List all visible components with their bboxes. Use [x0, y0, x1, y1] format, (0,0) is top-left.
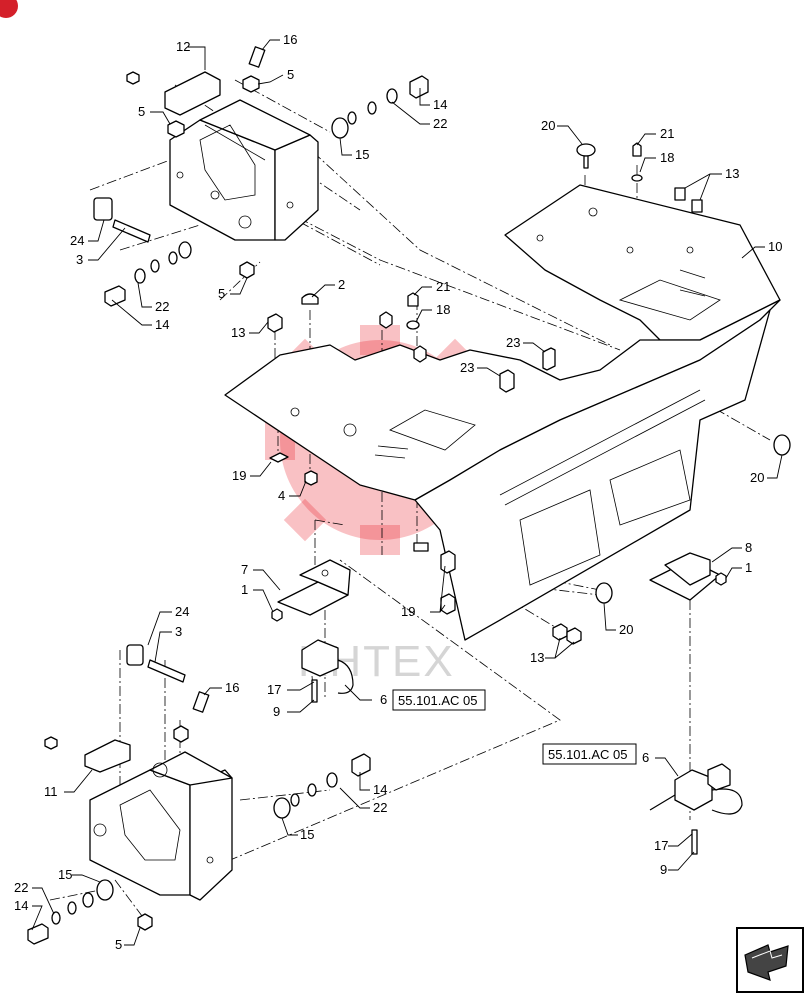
callout-9: 9 [273, 704, 280, 719]
bracket-7 [271, 559, 351, 622]
upper-bracket [164, 71, 319, 241]
hardware-lower-left [27, 644, 371, 945]
callout-2: 2 [338, 277, 345, 292]
callout-5: 5 [287, 67, 294, 82]
callout-4: 4 [278, 488, 285, 503]
callout-24: 24 [175, 604, 189, 619]
callout-7: 7 [241, 562, 248, 577]
callout-labels: 12 16 5 5 14 22 15 24 3 5 22 14 20 21 18… [14, 32, 782, 952]
next-page-arrow-icon[interactable] [736, 927, 804, 993]
callout-22: 22 [433, 116, 447, 131]
callout-16: 16 [283, 32, 297, 47]
callout-10: 10 [768, 239, 782, 254]
brand-logo-icon [0, 0, 18, 18]
callout-13: 13 [530, 650, 544, 665]
reference-box-lower[interactable]: 55.101.AC 05 [542, 743, 637, 765]
callout-8: 8 [745, 540, 752, 555]
callout-15: 15 [300, 827, 314, 842]
callout-19: 19 [401, 604, 415, 619]
callout-23: 23 [506, 335, 520, 350]
callout-14: 14 [373, 782, 387, 797]
callout-18: 18 [660, 150, 674, 165]
bracket-8 [649, 552, 727, 601]
callout-6: 6 [642, 750, 649, 765]
callout-22: 22 [373, 800, 387, 815]
callout-20: 20 [750, 470, 764, 485]
callout-14: 14 [433, 97, 447, 112]
reference-link-lower[interactable]: 55.101.AC 05 [548, 747, 628, 762]
hardware-frame [267, 142, 791, 645]
callout-5: 5 [115, 937, 122, 952]
callout-12: 12 [176, 39, 190, 54]
reference-box-upper[interactable]: 55.101.AC 05 [392, 689, 486, 711]
switch-assembly-upper [301, 639, 354, 703]
reference-link-upper[interactable]: 55.101.AC 05 [398, 693, 478, 708]
main-frame [224, 184, 781, 641]
callout-15: 15 [355, 147, 369, 162]
callout-14: 14 [14, 898, 28, 913]
callout-16: 16 [225, 680, 239, 695]
callout-9: 9 [660, 862, 667, 877]
callout-5: 5 [138, 104, 145, 119]
callout-3: 3 [175, 624, 182, 639]
callout-11: 11 [44, 784, 58, 799]
callout-19: 19 [232, 468, 246, 483]
switch-assembly-lower [649, 763, 743, 855]
callout-13: 13 [231, 325, 245, 340]
callout-22: 22 [14, 880, 28, 895]
callout-18: 18 [436, 302, 450, 317]
callout-22: 22 [155, 299, 169, 314]
callout-1: 1 [241, 582, 248, 597]
callout-6: 6 [380, 692, 387, 707]
callout-17: 17 [654, 838, 668, 853]
callout-20: 20 [619, 622, 633, 637]
callout-14: 14 [155, 317, 169, 332]
callout-15: 15 [58, 867, 72, 882]
leader-lines [31, 39, 783, 946]
callout-23: 23 [460, 360, 474, 375]
callout-1: 1 [745, 560, 752, 575]
callout-20: 20 [541, 118, 555, 133]
callout-21: 21 [660, 126, 674, 141]
hardware-upper-left [93, 46, 429, 307]
callout-17: 17 [267, 682, 281, 697]
callout-5: 5 [218, 286, 225, 301]
lower-bracket [84, 739, 233, 901]
callout-3: 3 [76, 252, 83, 267]
callout-24: 24 [70, 233, 84, 248]
callout-13: 13 [725, 166, 739, 181]
callout-21: 21 [436, 279, 450, 294]
